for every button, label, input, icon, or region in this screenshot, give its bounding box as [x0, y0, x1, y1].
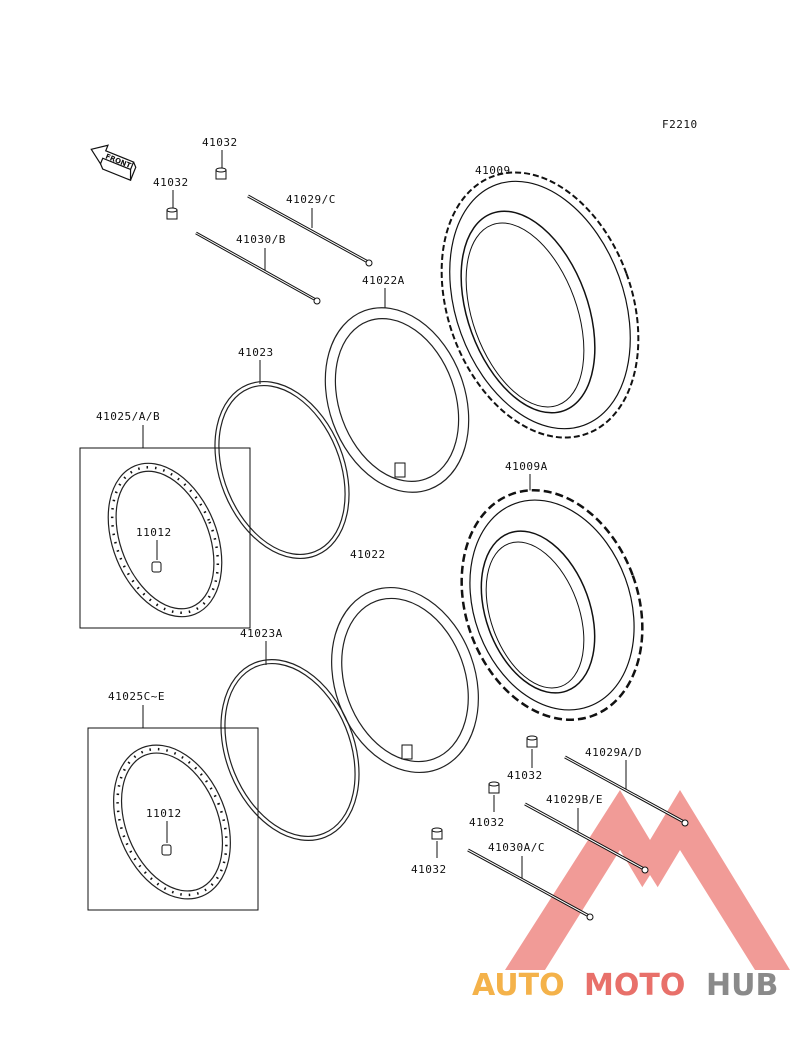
label-41025ce: 41025C~E: [108, 690, 165, 703]
nipple-icon: [215, 167, 227, 180]
nipple-icon: [166, 207, 178, 220]
watermark-part3: HUB: [706, 968, 778, 1003]
spoke-icon: [247, 194, 373, 267]
front-tire: [440, 171, 640, 439]
watermark-part1: AUTO: [472, 968, 565, 1003]
label-41029c: 41029/C: [286, 193, 336, 206]
front-rim-band: [214, 380, 350, 560]
spoke-icon: [524, 802, 649, 874]
label-11012-front: 11012: [136, 526, 172, 539]
front-rim: [107, 462, 223, 618]
label-41032-r2: 41032: [469, 816, 505, 829]
spoke-icon: [195, 231, 321, 305]
rear-rim-band: [220, 659, 360, 841]
rim-box-front: [79, 447, 251, 629]
valve-cap-icon: [161, 844, 172, 856]
rear-tire: [460, 489, 644, 721]
label-41022a: 41022A: [362, 274, 405, 287]
label-41022: 41022: [350, 548, 386, 561]
watermark-part2: MOTO: [584, 968, 685, 1003]
watermark-logo: [505, 790, 790, 970]
label-41030ac: 41030A/C: [488, 841, 545, 854]
front-label: FRONT: [104, 152, 132, 170]
label-41025ab: 41025/A/B: [96, 410, 160, 423]
nipple-icon: [488, 781, 500, 794]
rim-box-rear: [87, 727, 259, 911]
label-41032-left: 41032: [153, 176, 189, 189]
label-41032-r3: 41032: [411, 863, 447, 876]
label-41009a: 41009A: [505, 460, 548, 473]
spoke-icon: [564, 755, 689, 827]
rear-rim: [113, 744, 231, 900]
label-41029ad: 41029A/D: [585, 746, 642, 759]
valve-cap-icon: [151, 561, 162, 573]
diagram-code: F2210: [662, 118, 698, 131]
watermark-text: AUTO MOTO HUB: [472, 968, 778, 1003]
label-41029be: 41029B/E: [546, 793, 603, 806]
label-41023: 41023: [238, 346, 274, 359]
front-arrow: FRONT: [90, 144, 137, 182]
nipple-icon: [431, 827, 443, 840]
nipple-icon: [526, 735, 538, 748]
label-41032-r1: 41032: [507, 769, 543, 782]
label-41030b: 41030/B: [236, 233, 286, 246]
label-11012-rear: 11012: [146, 807, 182, 820]
label-41032-top: 41032: [202, 136, 238, 149]
rear-tube: [331, 586, 479, 774]
label-41023a: 41023A: [240, 627, 283, 640]
front-tube: [324, 307, 470, 493]
spoke-icon: [467, 848, 594, 921]
